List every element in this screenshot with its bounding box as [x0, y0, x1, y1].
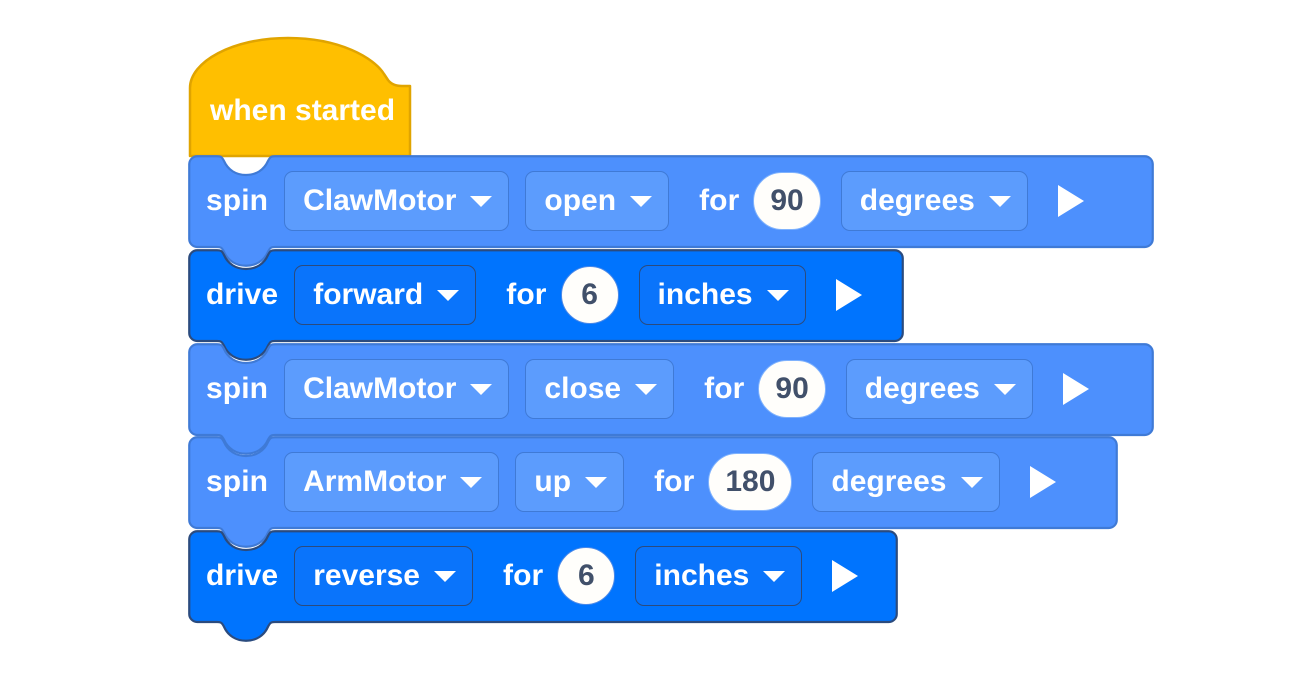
chevron-down-icon [460, 476, 483, 488]
chevron-down-icon [585, 476, 608, 488]
chevron-down-icon [630, 195, 653, 207]
block-for-label: for [699, 184, 740, 217]
block-command-label: drive [206, 559, 279, 592]
number-input-amount[interactable]: 6 [557, 547, 616, 605]
dropdown-direction-reverse[interactable]: reverse [294, 546, 473, 606]
block-drive-reverse[interactable]: drive reverse for 6 inches [188, 530, 900, 642]
block-command-label: spin [206, 372, 269, 405]
dropdown-units-value: degrees [864, 372, 980, 405]
block-command-label: drive [206, 278, 279, 311]
dropdown-units-value: degrees [859, 184, 975, 217]
dropdown-units-degrees[interactable]: degrees [812, 452, 1000, 512]
dropdown-units-value: inches [657, 278, 753, 311]
dropdown-direction-value: open [544, 184, 617, 217]
dropdown-direction-up[interactable]: up [515, 452, 625, 512]
dropdown-units-inches[interactable]: inches [635, 546, 803, 606]
dropdown-direction-forward[interactable]: forward [294, 265, 477, 325]
number-input-amount[interactable]: 180 [708, 453, 793, 511]
dropdown-direction-value: up [534, 465, 572, 498]
chevron-down-icon [988, 195, 1011, 207]
block-for-label: for [654, 465, 695, 498]
chevron-down-icon [960, 476, 983, 488]
play-arrow-icon[interactable] [835, 279, 862, 311]
dropdown-units-value: inches [654, 559, 750, 592]
chevron-down-icon [434, 570, 456, 582]
dropdown-device-value: ClawMotor [303, 184, 457, 217]
dropdown-direction-value: reverse [313, 559, 420, 592]
dropdown-device-clawmotor[interactable]: ClawMotor [284, 171, 510, 231]
dropdown-device-value: ClawMotor [303, 372, 457, 405]
chevron-down-icon [763, 570, 786, 582]
hat-block-label: when started [210, 94, 396, 127]
dropdown-device-armmotor[interactable]: ArmMotor [284, 452, 500, 512]
dropdown-direction-value: forward [313, 278, 424, 311]
play-arrow-icon[interactable] [832, 560, 859, 592]
number-input-amount[interactable]: 90 [758, 360, 826, 418]
number-input-amount[interactable]: 6 [560, 266, 619, 324]
block-command-label: spin [206, 184, 269, 217]
chevron-down-icon [993, 383, 1016, 395]
block-command-label: spin [206, 465, 269, 498]
chevron-down-icon [470, 383, 493, 395]
hat-block-when-started[interactable]: when started [188, 36, 412, 158]
chevron-down-icon [766, 289, 789, 301]
dropdown-units-degrees[interactable]: degrees [845, 359, 1033, 419]
chevron-down-icon [635, 383, 658, 395]
block-for-label: for [704, 372, 745, 405]
dropdown-units-inches[interactable]: inches [638, 265, 806, 325]
dropdown-direction-close[interactable]: close [525, 359, 675, 419]
dropdown-device-value: ArmMotor [303, 465, 447, 498]
play-arrow-icon[interactable] [1062, 373, 1089, 405]
play-arrow-icon[interactable] [1029, 466, 1056, 498]
dropdown-units-degrees[interactable]: degrees [840, 171, 1028, 231]
play-arrow-icon[interactable] [1057, 185, 1084, 217]
chevron-down-icon [437, 289, 460, 301]
number-input-amount[interactable]: 90 [753, 172, 821, 230]
dropdown-device-clawmotor[interactable]: ClawMotor [284, 359, 510, 419]
block-for-label: for [506, 278, 547, 311]
chevron-down-icon [470, 195, 493, 207]
dropdown-direction-value: close [544, 372, 622, 405]
dropdown-units-value: degrees [831, 465, 947, 498]
block-for-label: for [503, 559, 544, 592]
dropdown-direction-open[interactable]: open [525, 171, 670, 231]
